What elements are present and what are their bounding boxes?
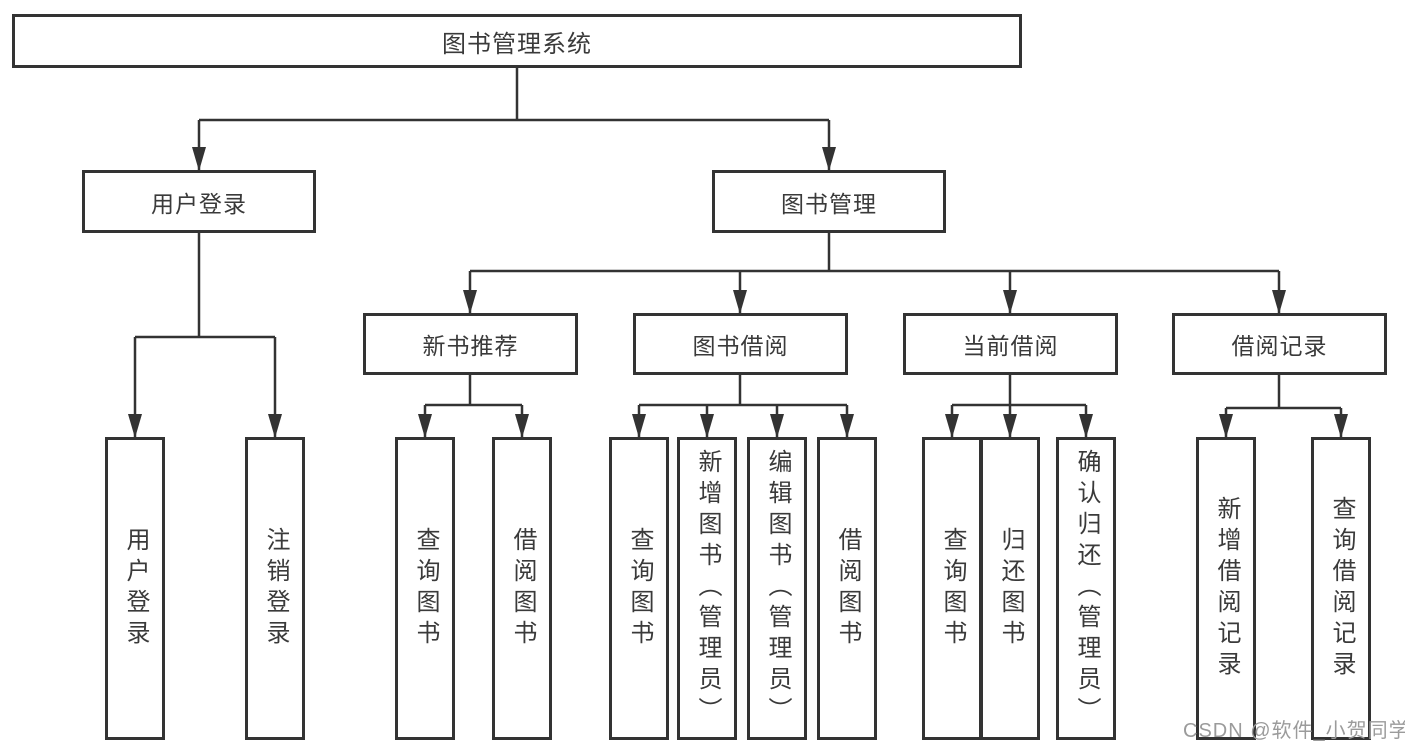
node-label: 编辑图书（管理员） [764, 449, 791, 728]
leaf-logout: 注销登录 [245, 437, 305, 740]
node-label: 用户登录 [122, 526, 149, 651]
node-current-borrowing: 当前借阅 [903, 313, 1118, 375]
node-new-book-recommendation: 新书推荐 [363, 313, 578, 375]
node-label: 注销登录 [262, 526, 289, 651]
leaf-query-books-borrowing: 查询图书 [609, 437, 669, 740]
node-book-borrowing: 图书借阅 [633, 313, 848, 375]
node-user-login: 用户登录 [82, 170, 316, 233]
watermark: CSDN @软件_小贺同学 [1183, 720, 1405, 742]
node-label: 新增图书（管理员） [694, 449, 721, 728]
node-label: 借阅图书 [834, 526, 861, 651]
leaf-borrow-books-recommend: 借阅图书 [492, 437, 552, 740]
node-label: 查询图书 [412, 526, 439, 651]
node-label: 新增借阅记录 [1213, 495, 1240, 682]
leaf-add-books-admin: 新增图书（管理员） [677, 437, 737, 740]
node-label: 查询借阅记录 [1328, 495, 1355, 682]
node-library-management-system: 图书管理系统 [12, 14, 1022, 68]
leaf-add-borrowing-record: 新增借阅记录 [1196, 437, 1256, 740]
leaf-edit-books-admin: 编辑图书（管理员） [747, 437, 807, 740]
node-label: 借阅记录 [1231, 333, 1328, 359]
leaf-borrow-books: 借阅图书 [817, 437, 877, 740]
node-label: 借阅图书 [509, 526, 536, 651]
node-label: 用户登录 [151, 190, 247, 217]
node-borrowing-records: 借阅记录 [1172, 313, 1387, 375]
node-label: 图书管理系统 [442, 30, 592, 58]
node-label: 图书借阅 [692, 333, 789, 359]
leaf-return-books: 归还图书 [980, 437, 1040, 740]
node-label: 当前借阅 [962, 333, 1059, 359]
node-label: 确认归还（管理员） [1073, 449, 1100, 728]
node-label: 查询图书 [939, 526, 966, 651]
node-label: 归还图书 [997, 526, 1024, 651]
node-label: 图书管理 [781, 190, 877, 217]
leaf-user-login: 用户登录 [105, 437, 165, 740]
leaf-confirm-return-admin: 确认归还（管理员） [1056, 437, 1116, 740]
node-label: 新书推荐 [422, 333, 519, 359]
node-book-management: 图书管理 [712, 170, 946, 233]
leaf-query-borrowing-record: 查询借阅记录 [1311, 437, 1371, 740]
leaf-query-books-current: 查询图书 [922, 437, 982, 740]
node-label: 查询图书 [626, 526, 653, 651]
leaf-query-books-recommend: 查询图书 [395, 437, 455, 740]
